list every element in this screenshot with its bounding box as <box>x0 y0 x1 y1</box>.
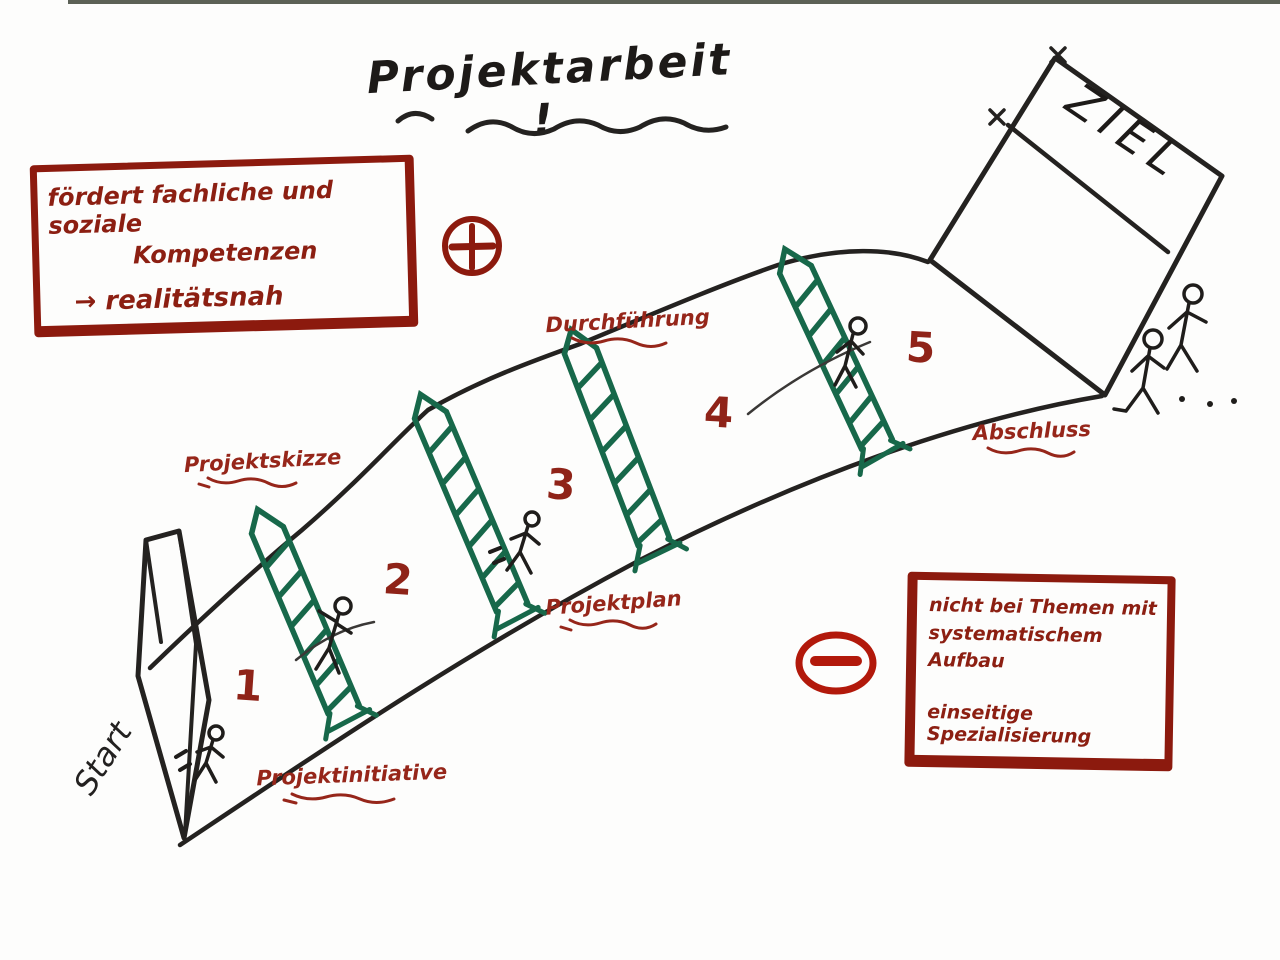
stage-number-1: 1 <box>232 660 265 711</box>
runner-on-segment-3 <box>488 510 541 575</box>
phase-label-projektinitiative: Projektinitiative <box>256 760 448 791</box>
phase-label-projektplan: Projektplan <box>545 586 683 619</box>
hurdle-3 <box>561 325 690 574</box>
stick-figures <box>174 283 1237 784</box>
phase-label-abschluss: Abschluss <box>970 417 1091 445</box>
hurdle-1 <box>248 504 379 742</box>
ellipsis-dots <box>1179 396 1237 407</box>
sign-corner-x-marks <box>988 46 1067 126</box>
minus-icon <box>795 631 877 695</box>
stage-number-3: 3 <box>545 459 578 510</box>
stage-number-4: 4 <box>703 387 735 437</box>
walker-near-goal-1 <box>1112 328 1166 415</box>
start-label: Start <box>66 714 140 802</box>
scan-edge-line <box>68 0 1280 4</box>
stage-numbers: 1 2 3 4 5 <box>232 322 937 711</box>
runner-climbing-hurdle-1 <box>314 596 353 675</box>
runner-jumping-hurdle-4 <box>833 316 868 389</box>
phase-label-projektskizze: Projektskizze <box>183 445 341 477</box>
runner-at-start <box>174 724 225 784</box>
plus-icon <box>442 216 502 276</box>
phase-label-underlines <box>197 336 1076 805</box>
goal-sign-label: ZIEL <box>1055 71 1196 191</box>
goal-sign <box>927 46 1225 398</box>
title-underline-squiggle <box>395 111 729 136</box>
stage-number-5: 5 <box>905 322 937 372</box>
hurdles <box>248 244 913 742</box>
stage-number-2: 2 <box>382 554 415 605</box>
walker-near-goal-2 <box>1165 283 1208 373</box>
start-pylon <box>135 528 212 841</box>
hurdle-2 <box>411 389 548 640</box>
phase-label-durchfuehrung: Durchführung <box>545 305 710 338</box>
hurdle-4 <box>776 244 913 477</box>
